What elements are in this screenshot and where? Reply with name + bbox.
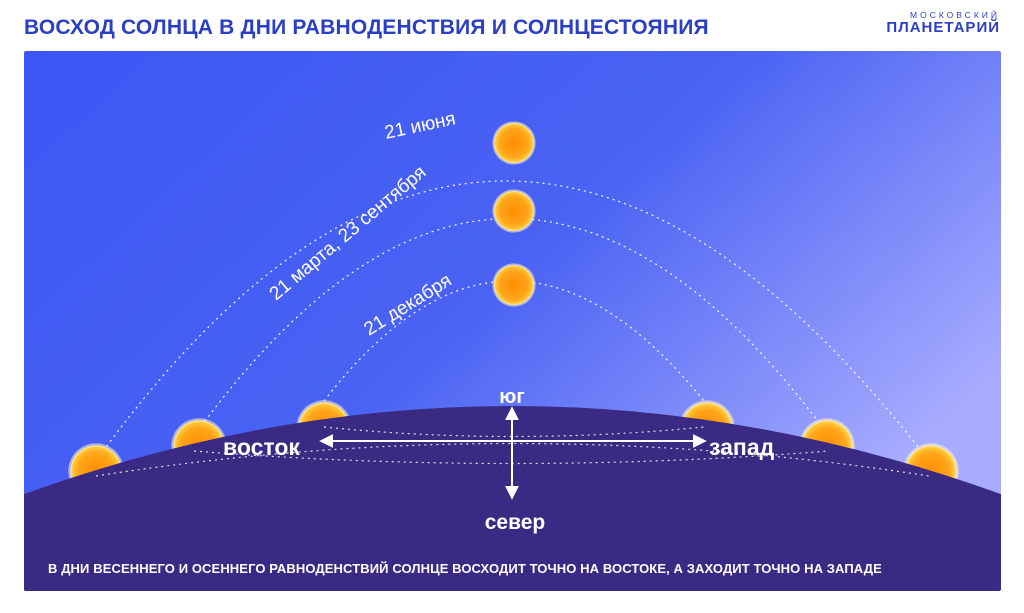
- arc-equinox: [193, 218, 830, 437]
- logo-line-2: ПЛАНЕТАРИЙ: [886, 19, 1000, 36]
- label-south: юг: [499, 386, 524, 408]
- caption: В ДНИ ВЕСЕННЕГО И ОСЕННЕГО РАВНОДЕНСТВИЙ…: [48, 561, 882, 576]
- sun-icon: [492, 263, 536, 307]
- sunrise-diagram: 21 июня 21 марта, 23 сентября 21 декабря…: [24, 51, 1001, 591]
- label-west: запад: [709, 434, 775, 460]
- label-east: восток: [223, 434, 300, 460]
- planetarium-logo: МОСКОВСКИЙ ПЛАНЕТАРИЙ: [886, 10, 1000, 36]
- ground: [24, 406, 1001, 591]
- sun-icon: [492, 189, 536, 233]
- logo-line-1: МОСКОВСКИЙ: [910, 10, 1000, 20]
- label-north: север: [485, 511, 546, 534]
- sun-icon: [492, 121, 536, 165]
- page-title: ВОСХОД СОЛНЦА В ДНИ РАВНОДЕНСТВИЯ И СОЛН…: [24, 16, 709, 39]
- ground-path-1: [95, 442, 930, 477]
